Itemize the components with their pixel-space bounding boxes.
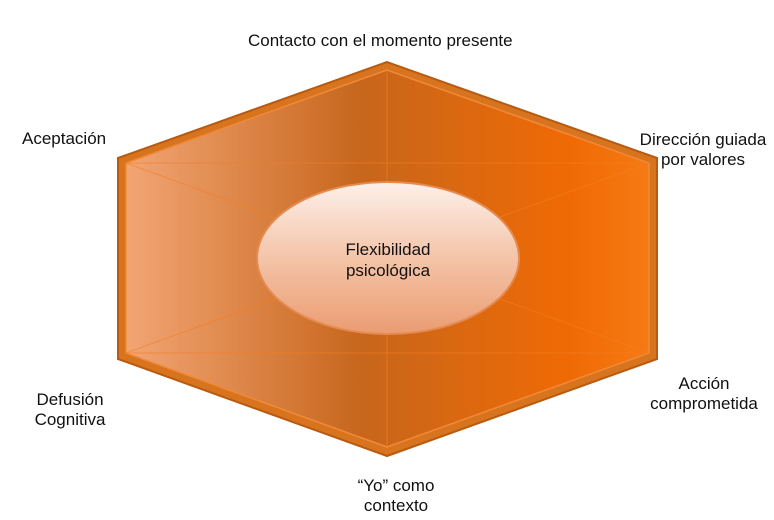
label-yo-line1: “Yo” como xyxy=(357,476,435,495)
label-direccion-line2: por valores xyxy=(660,150,746,169)
label-defusion-line2: Cognitiva xyxy=(34,410,106,429)
label-contacto-momento-presente: Contacto con el momento presente xyxy=(248,31,513,50)
label-defusion-line1: Defusión xyxy=(36,390,104,409)
label-defusion-cognitiva: Defusión Cognitiva xyxy=(20,390,120,430)
center-label: Flexibilidad psicológica xyxy=(288,239,488,281)
label-accion-comprometida: Acción comprometida xyxy=(640,374,768,414)
label-yo-como-contexto: “Yo” como contexto xyxy=(336,476,456,516)
label-aceptacion: Aceptación xyxy=(22,129,107,148)
center-label-line2: psicológica xyxy=(345,261,431,280)
label-accion-line2: comprometida xyxy=(650,394,758,413)
label-accion-line1: Acción xyxy=(678,374,730,393)
center-label-line1: Flexibilidad xyxy=(345,240,431,259)
center-ellipse xyxy=(256,181,520,335)
label-yo-line2: contexto xyxy=(363,496,429,515)
label-direccion-line1: Dirección guiada xyxy=(639,130,767,149)
label-direccion-valores: Dirección guiada por valores xyxy=(628,130,774,170)
